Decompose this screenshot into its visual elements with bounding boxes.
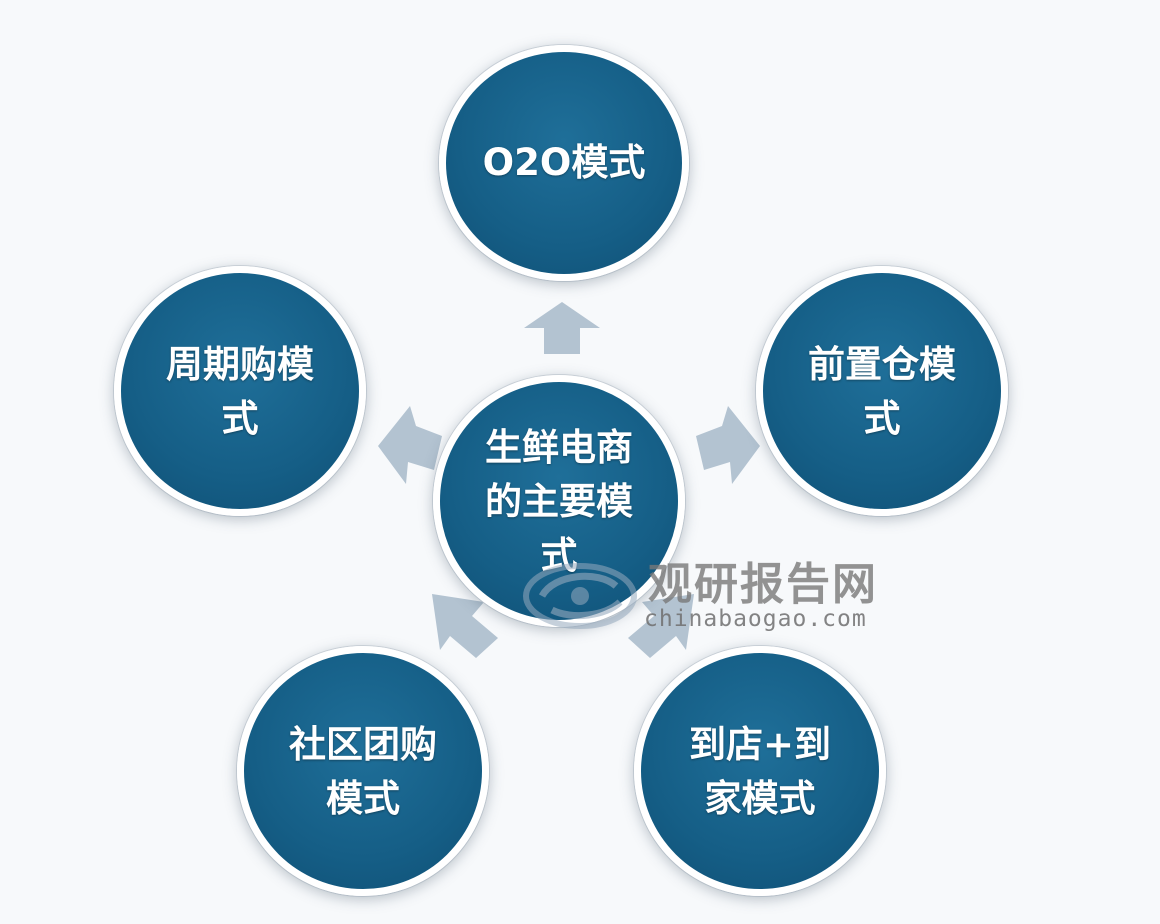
node-periodic-purchase-label: 周期购模式: [166, 342, 314, 440]
arrow-to-left: [378, 406, 442, 484]
node-community-group-buying: 社区团购模式: [237, 646, 489, 896]
node-front-warehouse-label: 前置仓模式: [808, 342, 956, 440]
node-o2o: O2O模式: [439, 45, 689, 281]
arrow-to-bottom-right: [628, 594, 694, 658]
arrow-to-top: [524, 302, 600, 354]
arrow-to-bottom-left: [432, 594, 498, 658]
node-community-group-buying-label: 社区团购模式: [289, 722, 437, 820]
node-periodic-purchase: 周期购模式: [114, 266, 366, 516]
node-center-label: 生鲜电商的主要模式: [485, 425, 633, 577]
node-front-warehouse: 前置仓模式: [756, 266, 1008, 516]
node-store-plus-home: 到店+到家模式: [634, 646, 886, 896]
node-o2o-label: O2O模式: [482, 141, 646, 184]
arrow-to-right: [696, 406, 760, 484]
node-center: 生鲜电商的主要模式: [433, 375, 685, 627]
node-store-plus-home-label: 到店+到家模式: [688, 722, 831, 820]
